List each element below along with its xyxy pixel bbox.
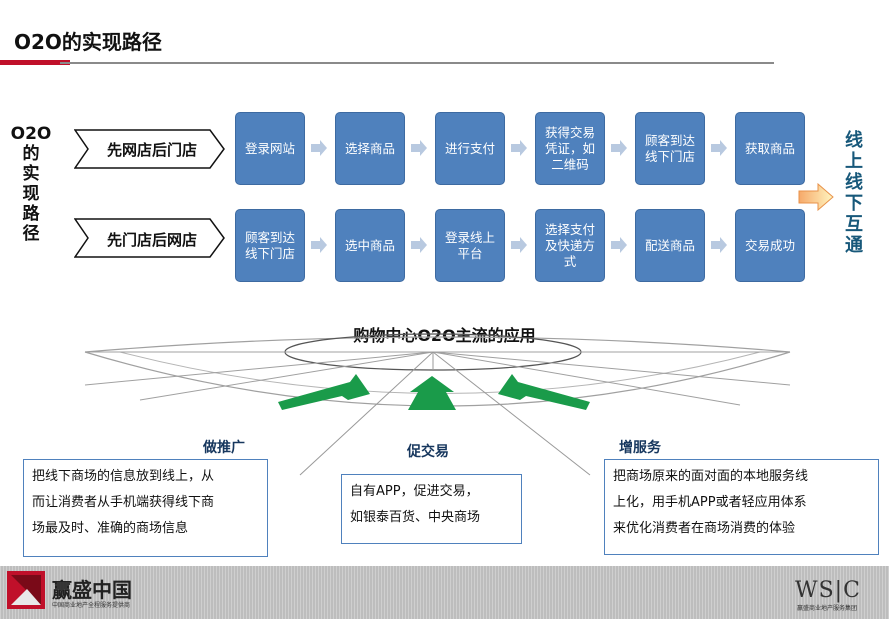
left-green-arrow-icon [278, 374, 370, 410]
row1-step: 获得交易凭证，如二维码 [535, 112, 605, 185]
right-label-char: 通 [845, 235, 863, 256]
desc-line: 而让消费者从手机端获得线下商 [32, 495, 215, 510]
left-label-char: 实 [22, 164, 40, 184]
step-arrow-icon [311, 140, 327, 156]
right-label-char: 互 [845, 214, 863, 235]
row2-step: 交易成功 [735, 209, 805, 282]
result-arrow-icon [798, 183, 834, 211]
wsc-logo-subtitle: 赢盛商业地产服务集团 [797, 605, 858, 612]
left-vertical-label: O2O 的 实 现 路 径 [10, 124, 52, 244]
row1-step: 进行支付 [435, 112, 505, 185]
step-arrow-icon [711, 237, 727, 253]
title-underline [60, 62, 774, 64]
row2-step: 登录线上平台 [435, 209, 505, 282]
service-desc-box: 把商场原来的面对面的本地服务线 上化，用手机APP或者轻应用体系 来优化消费者在… [604, 459, 879, 555]
row1-chevron [74, 129, 225, 169]
left-label-char: 径 [22, 224, 40, 244]
right-vertical-label: 线 上 线 下 互 通 [842, 130, 866, 256]
step-arrow-icon [611, 237, 627, 253]
category-label-transaction: 促交易 [407, 444, 449, 460]
title-accent-bar [0, 60, 70, 65]
step-arrow-icon [411, 237, 427, 253]
center-green-arrow-icon [408, 376, 456, 410]
step-arrow-icon [511, 237, 527, 253]
step-arrow-icon [711, 140, 727, 156]
company-logo-subtitle: 中国商业地产全程服务提供商 [52, 602, 131, 609]
row2-step: 配送商品 [635, 209, 705, 282]
left-label-char: O2O [10, 124, 52, 144]
step-arrow-icon [611, 140, 627, 156]
row2-step: 选择支付及快递方式 [535, 209, 605, 282]
right-label-char: 线 [845, 172, 863, 193]
row2-chevron [74, 218, 225, 258]
right-label-char: 上 [845, 151, 863, 172]
transaction-desc-box: 自有APP，促进交易， 如银泰百货、中央商场 [341, 474, 522, 544]
step-arrow-icon [511, 140, 527, 156]
row2-step: 顾客到达线下门店 [235, 209, 305, 282]
right-label-char: 下 [845, 193, 863, 214]
left-label-char: 现 [22, 184, 40, 204]
mall-section-title: 购物中心O2O主流的应用 [353, 326, 536, 345]
row1-step: 选择商品 [335, 112, 405, 185]
row1-step: 顾客到达线下门店 [635, 112, 705, 185]
row1-step: 获取商品 [735, 112, 805, 185]
company-logo-icon [7, 571, 45, 609]
desc-line: 自有APP，促进交易， [350, 484, 479, 499]
desc-line: 如银泰百货、中央商场 [350, 510, 481, 525]
row1-step: 登录网站 [235, 112, 305, 185]
row1-label: 先网店后门店 [106, 141, 197, 159]
right-label-char: 线 [845, 130, 863, 151]
right-green-arrow-icon [498, 374, 590, 410]
row2-step: 选中商品 [335, 209, 405, 282]
promotion-desc-box: 把线下商场的信息放到线上，从 而让消费者从手机端获得线下商 场最及时、准确的商场… [23, 459, 268, 557]
desc-line: 把线下商场的信息放到线上，从 [32, 469, 215, 484]
desc-line: 场最及时、准确的商场信息 [32, 521, 189, 536]
wsc-logo-text: WS|C [795, 578, 861, 603]
step-arrow-icon [411, 140, 427, 156]
desc-line: 来优化消费者在商场消费的体验 [613, 521, 796, 536]
desc-line: 上化，用手机APP或者轻应用体系 [613, 495, 807, 510]
row2-label: 先门店后网店 [106, 231, 197, 249]
desc-line: 把商场原来的面对面的本地服务线 [613, 469, 809, 484]
category-label-service: 增服务 [619, 440, 661, 456]
page-title: O2O的实现路径 [14, 30, 162, 54]
category-label-promotion: 做推广 [203, 440, 245, 456]
company-logo-name: 赢盛中国 [52, 578, 132, 602]
footer-bar [0, 566, 889, 619]
step-arrow-icon [311, 237, 327, 253]
left-label-char: 路 [22, 204, 40, 224]
left-label-char: 的 [22, 144, 40, 164]
radial-arc-diagram [84, 333, 791, 476]
